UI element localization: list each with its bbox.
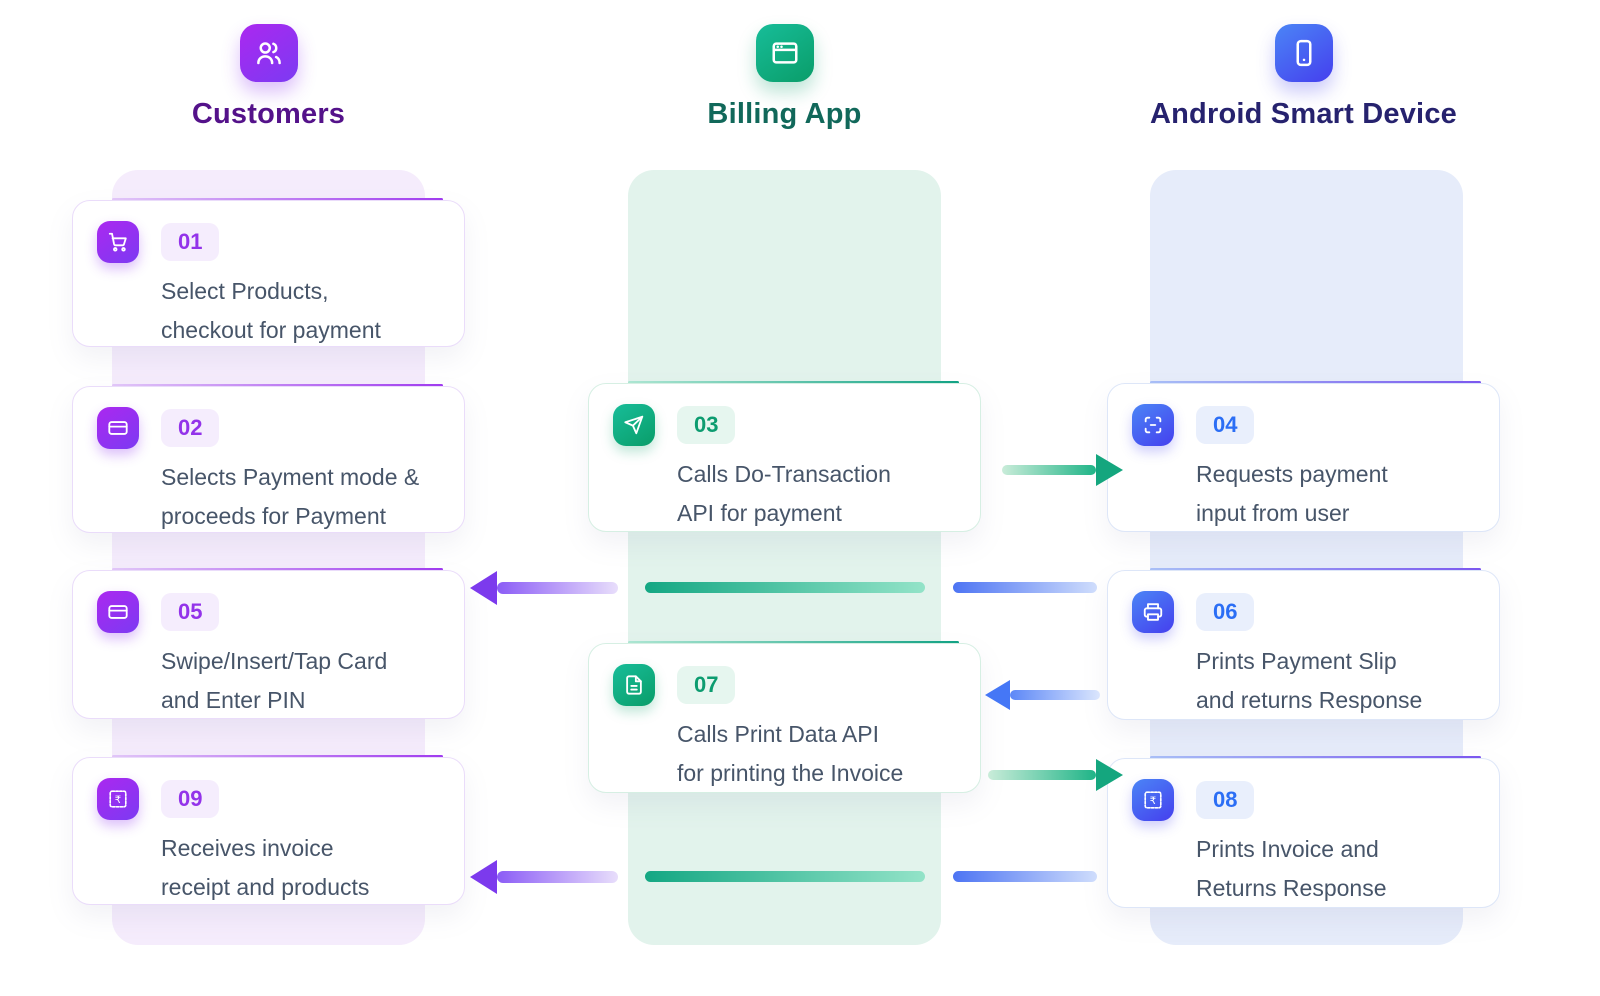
flow-segment-blue [953, 871, 1097, 882]
step-number-badge: 03 [677, 406, 736, 444]
step-number-badge: 01 [161, 223, 220, 261]
step-number-badge: 04 [1196, 406, 1255, 444]
step-description: Selects Payment mode &proceeds for Payme… [161, 464, 420, 529]
flow-segment-green [645, 871, 925, 882]
column-title: Customers [191, 98, 346, 130]
send-icon [613, 404, 655, 446]
column-header-android-device: Android Smart Device [1107, 24, 1500, 131]
flow-segment-green [645, 582, 925, 593]
step-number-badge: 05 [161, 593, 220, 631]
track-billing-app [628, 170, 941, 945]
divider-line [112, 384, 443, 387]
step-number-badge: 06 [1196, 593, 1255, 631]
step-description: Select Products,checkout for payment [161, 278, 381, 343]
step-card-02: 02 Selects Payment mode &proceeds for Pa… [72, 386, 465, 533]
flow-arrow-03-to-04 [1002, 454, 1123, 486]
receipt-rupee-icon: ₹ [1132, 779, 1174, 821]
step-card-01: 01 Select Products,checkout for payment [72, 200, 465, 347]
column-title: Billing App [707, 98, 862, 130]
divider-line [628, 641, 959, 644]
divider-line [112, 755, 443, 758]
svg-text:₹: ₹ [115, 795, 121, 806]
divider-line [1150, 381, 1481, 384]
divider-line [112, 198, 443, 201]
shopping-cart-icon [97, 221, 139, 263]
credit-card-icon [97, 591, 139, 633]
flow-segment-blue [953, 582, 1097, 593]
flow-arrow-to-05 [470, 571, 618, 605]
step-number-badge: 09 [161, 780, 220, 818]
step-number-badge: 02 [161, 409, 220, 447]
svg-text:₹: ₹ [1150, 796, 1156, 807]
column-header-billing-app: Billing App [588, 24, 981, 131]
divider-line [628, 381, 959, 384]
flow-arrow-to-09 [470, 860, 618, 894]
step-number-badge: 08 [1196, 781, 1255, 819]
column-header-customers: Customers [72, 24, 465, 131]
credit-card-icon [97, 407, 139, 449]
flow-arrow-07-to-08 [988, 759, 1123, 791]
divider-line [1150, 568, 1481, 571]
step-number-badge: 07 [677, 666, 736, 704]
file-text-icon [613, 664, 655, 706]
divider-line [112, 568, 443, 571]
users-icon [239, 24, 298, 82]
divider-line [1150, 756, 1481, 759]
flow-arrow-06-to-07 [985, 680, 1100, 710]
column-title: Android Smart Device [1150, 98, 1457, 130]
receipt-rupee-icon: ₹ [97, 778, 139, 820]
scan-icon [1132, 404, 1174, 446]
printer-icon [1132, 591, 1174, 633]
smartphone-icon [1274, 24, 1333, 82]
browser-window-icon [755, 24, 814, 82]
